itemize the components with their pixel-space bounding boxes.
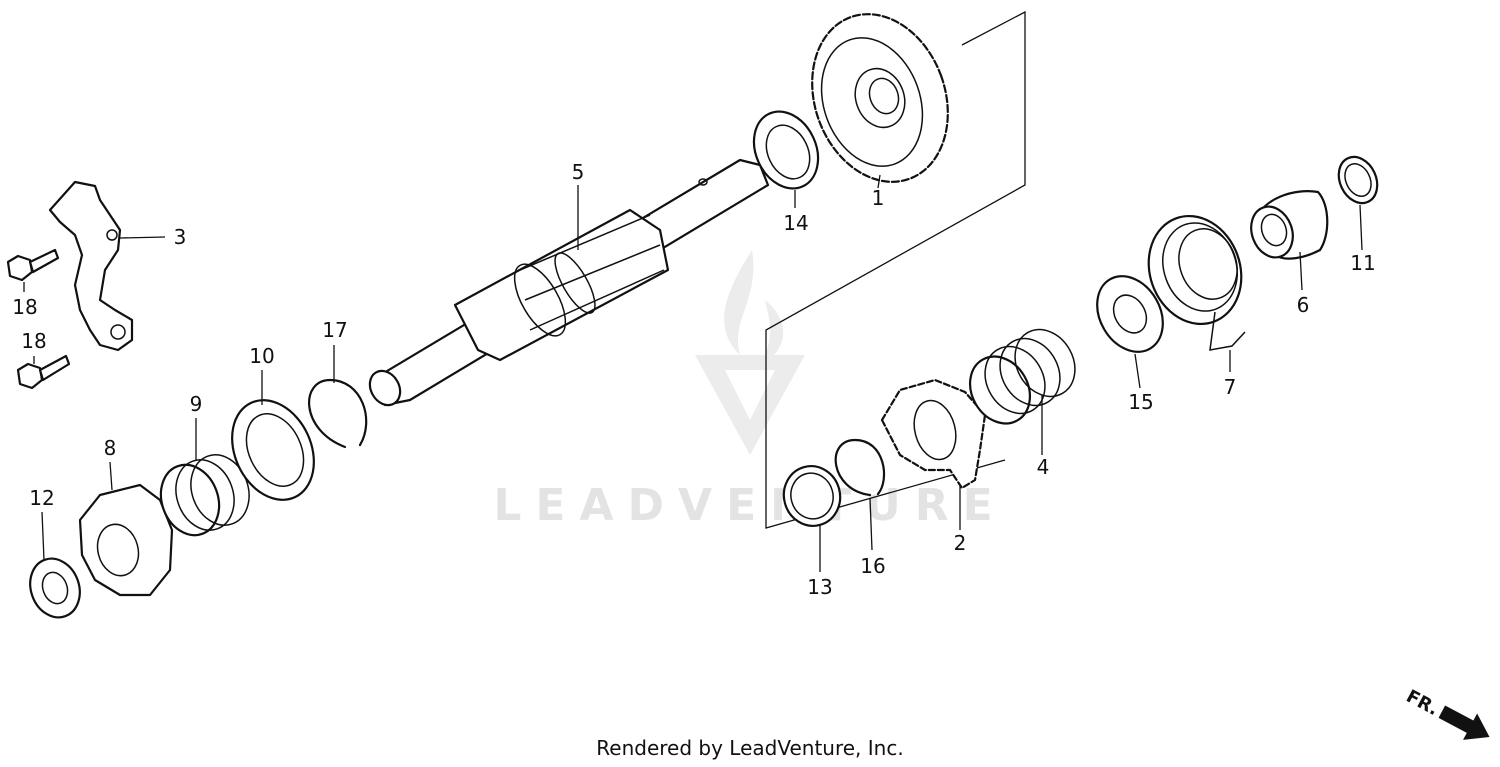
callout-4: 4 [1037,455,1050,479]
part-11-washer [1337,155,1379,205]
watermark-text: LEADVENTURE [493,480,1006,531]
footer-credit: Rendered by LeadVenture, Inc. [596,736,904,760]
part-9-spring [159,454,250,537]
callouts: 1 2 3 4 5 6 7 8 9 10 11 12 13 14 15 16 1… [12,160,1375,599]
callout-1: 1 [872,186,885,210]
callout-13: 13 [807,575,832,599]
callout-15: 15 [1128,390,1153,414]
front-arrow-icon [1438,705,1490,740]
callout-6: 6 [1297,293,1310,317]
part-13-circlip [782,465,842,527]
part-2-spindle [880,378,987,490]
part-4-spring [968,328,1076,425]
part-3-stopper-plate [48,180,134,352]
callout-17: 17 [322,318,347,342]
leader-lines [23,174,1363,572]
callout-5: 5 [572,160,585,184]
part-17-circlip [308,378,368,449]
callout-14: 14 [783,211,808,235]
callout-9: 9 [190,392,203,416]
callout-18-upper: 18 [12,295,37,319]
callout-11: 11 [1350,251,1375,275]
callout-7: 7 [1224,375,1237,399]
part-10-washer [231,399,315,501]
fr-label: FR. [1403,686,1442,720]
part-12-washer [29,557,81,619]
callout-2: 2 [954,531,967,555]
part-1-gear [811,13,949,183]
part-6-collar [1250,190,1329,260]
watermark-flame-icon [724,250,784,365]
watermark-v-icon [695,355,805,455]
callout-16: 16 [860,554,885,578]
callout-3: 3 [174,225,187,249]
part-7-return-spring [1147,214,1246,351]
part-18-bolt-lower [16,354,71,390]
callout-10: 10 [249,344,274,368]
part-8-ratchet [78,483,174,597]
part-18-bolt-upper [6,248,60,282]
part-5-shaft [368,158,770,407]
part-15-washer [1096,275,1164,353]
watermark: LEADVENTURE [493,250,1006,531]
part-14-thrust-washer [752,110,820,190]
callout-18-lower: 18 [21,329,46,353]
part-16-circlip [834,438,886,497]
callout-8: 8 [104,436,117,460]
callout-12: 12 [29,486,54,510]
